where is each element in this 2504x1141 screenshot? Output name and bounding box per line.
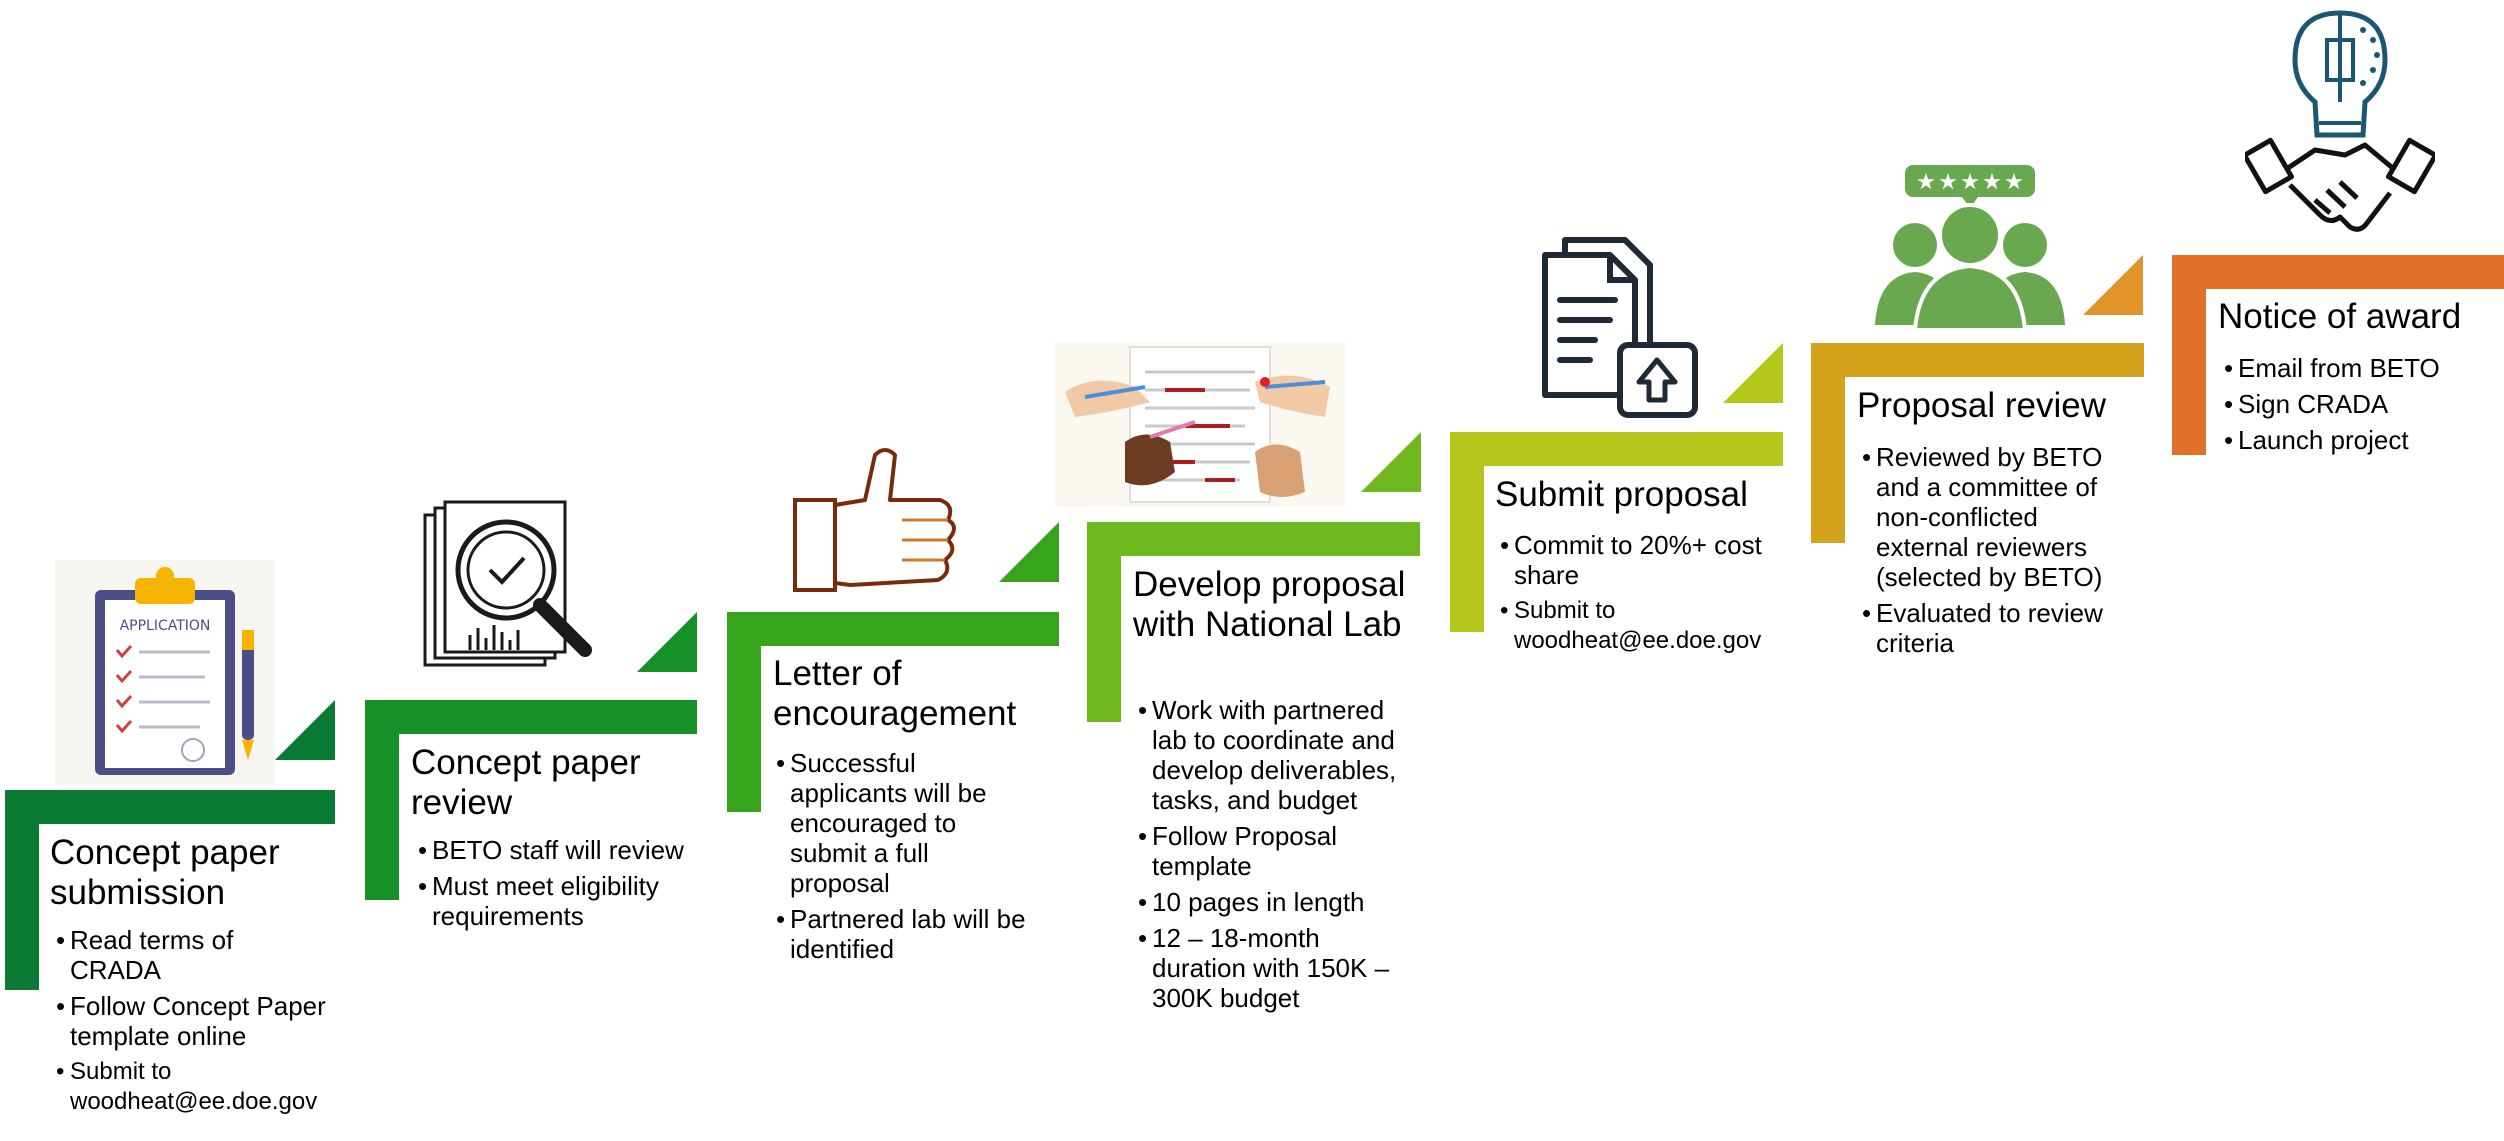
step-triangle <box>637 612 697 672</box>
bullet-item: Launch project <box>2224 425 2494 455</box>
clipboard-text: APPLICATION <box>120 618 211 634</box>
step-bar <box>1811 343 1845 543</box>
step-bullets: BETO staff will review Must meet eligibi… <box>418 835 708 937</box>
step-bullets: Work with partnered lab to coordinate an… <box>1138 695 1418 1019</box>
step-title: Proposal review <box>1857 386 2106 425</box>
step-bar <box>2172 255 2504 289</box>
clipboard-application-icon: APPLICATION <box>55 560 275 785</box>
step-title: Submit proposal <box>1495 475 1748 514</box>
step-bullets: Commit to 20%+ cost share Submit to wood… <box>1500 530 1780 662</box>
step-triangle <box>999 522 1059 582</box>
step-bullets: Read terms of CRADA Follow Concept Paper… <box>56 925 326 1123</box>
step-triangle <box>2083 255 2143 315</box>
reviewers-five-stars-icon: ★★★★★ <box>1875 165 2065 330</box>
step-bar <box>727 612 761 812</box>
svg-text:★: ★ <box>1938 170 1958 195</box>
step-bar <box>1087 522 1420 556</box>
step-bar <box>5 790 39 990</box>
svg-text:★: ★ <box>1982 170 2002 195</box>
document-magnifier-check-icon <box>423 500 592 667</box>
bullet-item: Follow Concept Paper template online <box>56 991 326 1051</box>
bullet-item: Successful applicants will be encouraged… <box>776 748 1026 898</box>
bullet-item: 12 – 18-month duration with 150K – 300K … <box>1138 923 1418 1013</box>
step-title: Develop proposal with National Lab <box>1133 565 1406 644</box>
bullet-item: Read terms of CRADA <box>56 925 326 985</box>
step-bar <box>1811 343 2144 377</box>
svg-text:★: ★ <box>1960 170 1980 195</box>
bullet-item: Sign CRADA <box>2224 389 2494 419</box>
bullet-item: Email from BETO <box>2224 353 2494 383</box>
bullet-item: Submit to woodheat@ee.doe.gov <box>1500 596 1780 656</box>
step-title: Concept paper submission <box>50 833 280 912</box>
bullet-item: Reviewed by BETO and a committee of non-… <box>1862 442 2132 592</box>
bullet-item: Must meet eligibility requirements <box>418 871 708 931</box>
step-bar <box>365 700 399 900</box>
step-triangle <box>1723 343 1783 403</box>
bullet-item: Commit to 20%+ cost share <box>1500 530 1780 590</box>
bullet-item: 10 pages in length <box>1138 887 1418 917</box>
step-bar <box>1087 522 1121 722</box>
step-triangle <box>1361 432 1421 492</box>
step-bar <box>1450 432 1484 632</box>
handshake-lightbulb-icon <box>2245 10 2435 232</box>
step-title: Concept paper review <box>411 743 641 822</box>
svg-text:★: ★ <box>1916 170 1936 195</box>
bullet-item: Submit to woodheat@ee.doe.gov <box>56 1057 326 1117</box>
step-bullets: Reviewed by BETO and a committee of non-… <box>1862 442 2132 664</box>
step-bullets: Successful applicants will be encouraged… <box>776 748 1026 970</box>
document-upload-icon <box>1542 237 1698 418</box>
step-triangle <box>275 700 335 760</box>
bullet-item: Work with partnered lab to coordinate an… <box>1138 695 1418 815</box>
step-bar <box>365 700 697 734</box>
hands-editing-document-icon <box>1055 342 1345 507</box>
step-bar <box>2172 255 2206 455</box>
step-bar <box>5 790 335 824</box>
step-title: Letter of encouragement <box>773 654 1017 733</box>
step-title: Notice of award <box>2218 297 2462 336</box>
step-bar <box>1450 432 1783 466</box>
bullet-item: BETO staff will review <box>418 835 708 865</box>
thumbs-up-icon <box>793 448 956 592</box>
step-bar <box>727 612 1059 646</box>
bullet-item: Follow Proposal template <box>1138 821 1418 881</box>
bullet-item: Evaluated to review criteria <box>1862 598 2132 658</box>
bullet-item: Partnered lab will be identified <box>776 904 1026 964</box>
step-bullets: Email from BETO Sign CRADA Launch projec… <box>2224 353 2494 461</box>
svg-text:★: ★ <box>2004 170 2024 195</box>
